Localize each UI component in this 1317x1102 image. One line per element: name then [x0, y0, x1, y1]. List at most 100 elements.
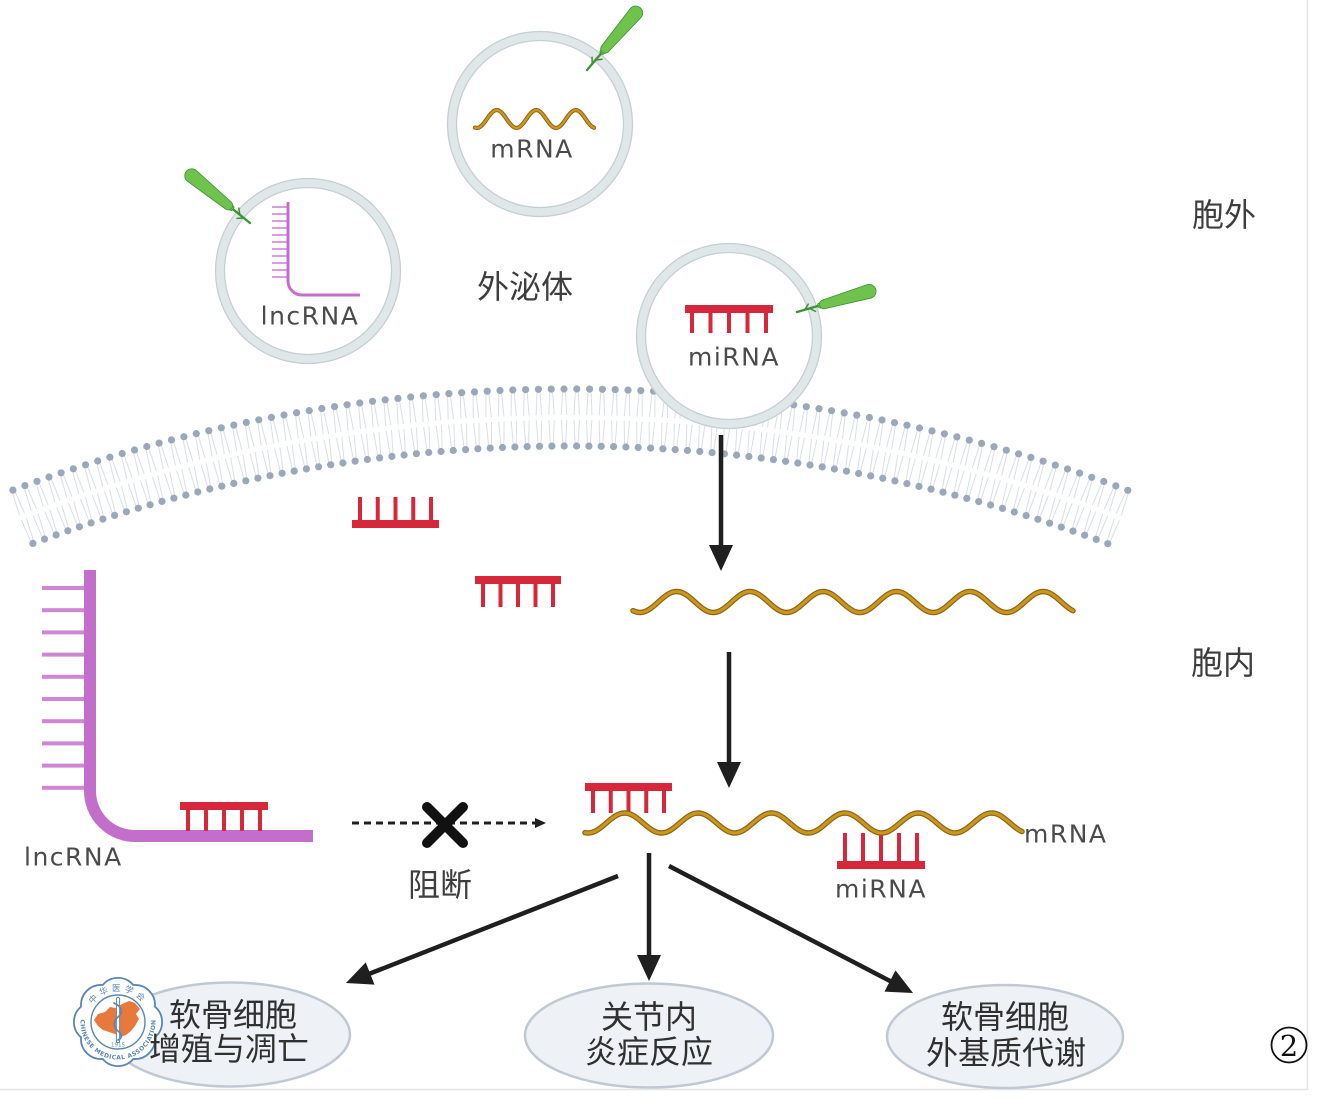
extracellular-label: 胞外: [1192, 196, 1256, 234]
x-mark-icon: [422, 802, 468, 848]
lipid-head: [659, 445, 667, 453]
free-mirna: [352, 497, 439, 528]
lipid-head: [155, 439, 163, 447]
lipid-head: [903, 421, 911, 429]
lipid-head: [1010, 508, 1018, 516]
lipid-head: [634, 443, 642, 452]
lipid-head: [585, 442, 593, 450]
lipid-head: [33, 477, 41, 485]
lncrna-cargo-icon: [272, 202, 360, 297]
receptor-branch: [594, 58, 603, 61]
receptor-head: [600, 5, 644, 54]
outer-leaflet-lipid-heads: [9, 385, 1132, 494]
mirna-backbone: [585, 783, 672, 791]
lipid-head: [560, 442, 568, 450]
receptor-stalk: [230, 206, 252, 225]
inner-leaflet-lipid-heads: [29, 442, 1112, 548]
mirna-base: [690, 313, 694, 333]
lipid-head: [928, 427, 936, 435]
lipid-head: [158, 497, 166, 505]
lipid-head: [255, 416, 263, 424]
mirna-base: [204, 810, 208, 831]
mirna-base: [662, 791, 666, 813]
lipid-head: [122, 508, 130, 516]
mirna-base: [879, 833, 883, 861]
lipid-head: [254, 474, 262, 482]
mirna-base: [258, 810, 262, 831]
lncrna-base: [272, 276, 287, 278]
mirna-base: [186, 810, 190, 831]
lipid-head: [547, 385, 555, 393]
lncrna-label: lncRNA: [24, 843, 123, 872]
lipid-head: [130, 446, 139, 454]
lipid-head: [1112, 482, 1120, 490]
mirna-backbone: [352, 520, 439, 528]
lipid-head: [975, 498, 983, 506]
lipid-head: [381, 396, 389, 404]
lncrna-base: [272, 241, 287, 243]
lipid-head: [363, 455, 371, 464]
mirna-backbone: [685, 305, 773, 313]
lipid-head: [610, 443, 618, 451]
lipid-head: [815, 405, 823, 413]
lipid-head: [167, 436, 176, 444]
lipid-head: [29, 539, 37, 548]
lipid-head: [75, 523, 83, 531]
outcome-ellipse: [523, 982, 775, 1089]
exosome-cargo-label: lncRNA: [261, 302, 360, 331]
lipid-head: [708, 449, 716, 457]
x-mark-stroke: [422, 802, 468, 848]
lipid-head: [745, 452, 753, 461]
exosome-outer-edge: [214, 177, 402, 365]
exosome-membrane: [215, 178, 401, 364]
lncrna-base: [272, 269, 287, 271]
lncrna-base: [42, 674, 84, 679]
lipid-head: [483, 387, 491, 395]
blocked-label: 阻断: [408, 866, 472, 904]
lipid-head: [486, 444, 494, 452]
lipid-head: [400, 451, 408, 459]
intracellular-label: 胞内: [1191, 644, 1255, 682]
lncrna-base: [42, 719, 84, 724]
free-mirna: [475, 576, 561, 607]
outcome-node-chondrocyte-proliferation-apoptosis: 中华医学会 CHINESE MEDICAL ASSOCIATION 1915 软…: [73, 977, 352, 1088]
outcome-node-joint-inflammation: 关节内 炎症反应: [523, 982, 775, 1089]
lipid-head: [343, 401, 351, 409]
snake-icon: [113, 1002, 123, 1041]
lipid-head: [915, 424, 924, 432]
lncrna-base: [272, 220, 287, 222]
exosome-membrane: [636, 243, 822, 429]
lipid-head: [939, 488, 947, 496]
receptor-branch: [808, 307, 817, 313]
lipid-head: [671, 446, 679, 454]
lipid-head: [143, 442, 151, 451]
lipid-head: [1046, 519, 1054, 527]
lncrna-bound-mirna: [180, 802, 268, 831]
lipid-head: [522, 386, 530, 394]
lipid-head: [290, 467, 298, 475]
bound-mirna: [837, 833, 925, 869]
lipid-head: [511, 443, 519, 451]
lipid-head: [449, 446, 457, 455]
receptor-stalk: [585, 50, 604, 72]
lipid-head: [987, 501, 995, 509]
mirna-cargo-icon: [685, 305, 773, 333]
lipid-head: [293, 409, 301, 417]
mirna-base: [644, 791, 649, 813]
lipid-head: [106, 453, 114, 461]
mirna-base: [843, 833, 847, 861]
lipid-head: [891, 477, 899, 485]
lipid-head: [1069, 527, 1077, 535]
lipid-head: [927, 485, 935, 493]
receptor-branch: [803, 303, 810, 311]
lipid-head: [1081, 531, 1089, 539]
lipid-head: [806, 461, 814, 469]
lipid-head: [1051, 461, 1059, 469]
lipid-head: [769, 456, 778, 464]
lipid-head: [180, 433, 188, 441]
logo-year: 1915: [111, 1043, 125, 1049]
cell-membrane-bilayer: [9, 385, 1132, 548]
mirna-base: [358, 497, 362, 520]
lipid-head: [205, 427, 213, 435]
lipid-head: [194, 488, 202, 496]
